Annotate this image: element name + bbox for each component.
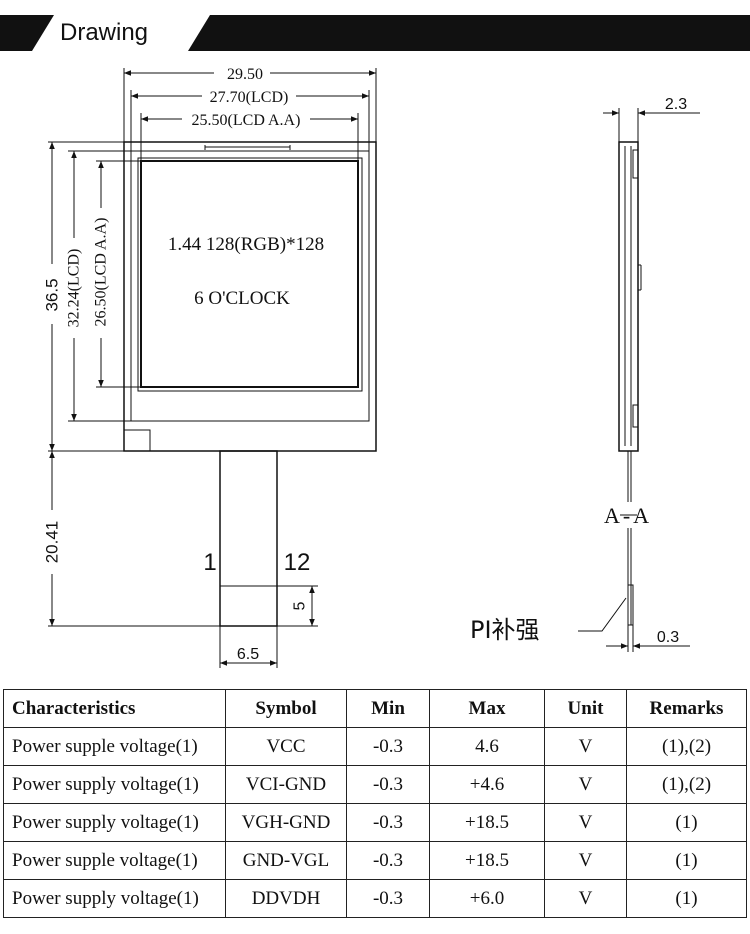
cell-symbol: VGH-GND xyxy=(225,803,347,842)
cell-symbol: VCI-GND xyxy=(225,765,347,804)
cell-remarks: (1),(2) xyxy=(626,765,747,804)
dim-pi-thickness: 0.3 xyxy=(657,629,679,646)
cell-unit: V xyxy=(544,879,627,918)
col-max: Max xyxy=(429,689,545,728)
cell-characteristic: Power supple voltage(1) xyxy=(3,727,226,766)
cell-remarks: (1) xyxy=(626,841,747,880)
mechanical-drawing: 29.50 27.70(LCD) 25.50(LCD A.A) 36.5 32.… xyxy=(43,64,700,668)
dim-height-total: 36.5 xyxy=(43,278,62,311)
table-row: Power supply voltage(1) DDVDH -0.3 +6.0 … xyxy=(3,879,747,918)
cell-min: -0.3 xyxy=(346,879,430,918)
cell-max: +4.6 xyxy=(429,765,545,804)
cell-min: -0.3 xyxy=(346,765,430,804)
pi-reinforcement-label: PI补强 xyxy=(470,616,540,644)
cell-characteristic: Power supply voltage(1) xyxy=(3,765,226,804)
side-view xyxy=(618,141,642,626)
col-unit: Unit xyxy=(544,689,627,728)
cell-max: +6.0 xyxy=(429,879,545,918)
cell-symbol: GND-VGL xyxy=(225,841,347,880)
cell-remarks: (1) xyxy=(626,879,747,918)
dim-thickness: 2.3 xyxy=(665,96,687,113)
table-row: Power supple voltage(1) GND-VGL -0.3 +18… xyxy=(3,841,747,880)
table-row: Power supply voltage(1) VGH-GND -0.3 +18… xyxy=(3,803,747,842)
cell-min: -0.3 xyxy=(346,727,430,766)
dim-fpc-width: 6.5 xyxy=(237,646,259,663)
cell-unit: V xyxy=(544,841,627,880)
cell-characteristic: Power supple voltage(1) xyxy=(3,841,226,880)
cell-characteristic: Power supply voltage(1) xyxy=(3,879,226,918)
screen-line-2: 6 O'CLOCK xyxy=(194,288,290,309)
col-characteristics: Characteristics xyxy=(3,689,226,728)
cell-characteristic: Power supply voltage(1) xyxy=(3,803,226,842)
table-row: Power supply voltage(1) VCI-GND -0.3 +4.… xyxy=(3,765,747,804)
front-view xyxy=(123,141,377,627)
section-title: Drawing xyxy=(60,19,149,46)
screen-line-1: 1.44 128(RGB)*128 xyxy=(168,234,324,255)
dim-height-lcd: 32.24(LCD) xyxy=(66,249,83,328)
dim-width-aa: 25.50(LCD A.A) xyxy=(192,112,301,129)
cell-max: 4.6 xyxy=(429,727,545,766)
pin-last-label: 12 xyxy=(284,549,311,576)
col-min: Min xyxy=(346,689,430,728)
cell-min: -0.3 xyxy=(346,803,430,842)
cell-remarks: (1),(2) xyxy=(626,727,747,766)
section-label: A-A xyxy=(604,503,652,528)
cell-unit: V xyxy=(544,803,627,842)
dim-contact-length: 5 xyxy=(292,601,309,610)
specifications-table: Characteristics Symbol Min Max Unit Rema… xyxy=(3,689,747,918)
pin-first-label: 1 xyxy=(203,549,216,576)
col-remarks: Remarks xyxy=(626,689,747,728)
dim-fpc-length: 20.41 xyxy=(43,521,62,564)
cell-unit: V xyxy=(544,765,627,804)
cell-symbol: DDVDH xyxy=(225,879,347,918)
table-header-row: Characteristics Symbol Min Max Unit Rema… xyxy=(3,689,747,728)
cell-max: +18.5 xyxy=(429,803,545,842)
cell-min: -0.3 xyxy=(346,841,430,880)
cell-unit: V xyxy=(544,727,627,766)
cell-max: +18.5 xyxy=(429,841,545,880)
table-row: Power supple voltage(1) VCC -0.3 4.6 V (… xyxy=(3,727,747,766)
dim-height-aa: 26.50(LCD A.A) xyxy=(93,218,110,327)
dim-width-lcd: 27.70(LCD) xyxy=(210,89,289,106)
col-symbol: Symbol xyxy=(225,689,347,728)
dim-width-total: 29.50 xyxy=(227,66,263,83)
cell-symbol: VCC xyxy=(225,727,347,766)
cell-remarks: (1) xyxy=(626,803,747,842)
section-tab xyxy=(32,15,210,51)
